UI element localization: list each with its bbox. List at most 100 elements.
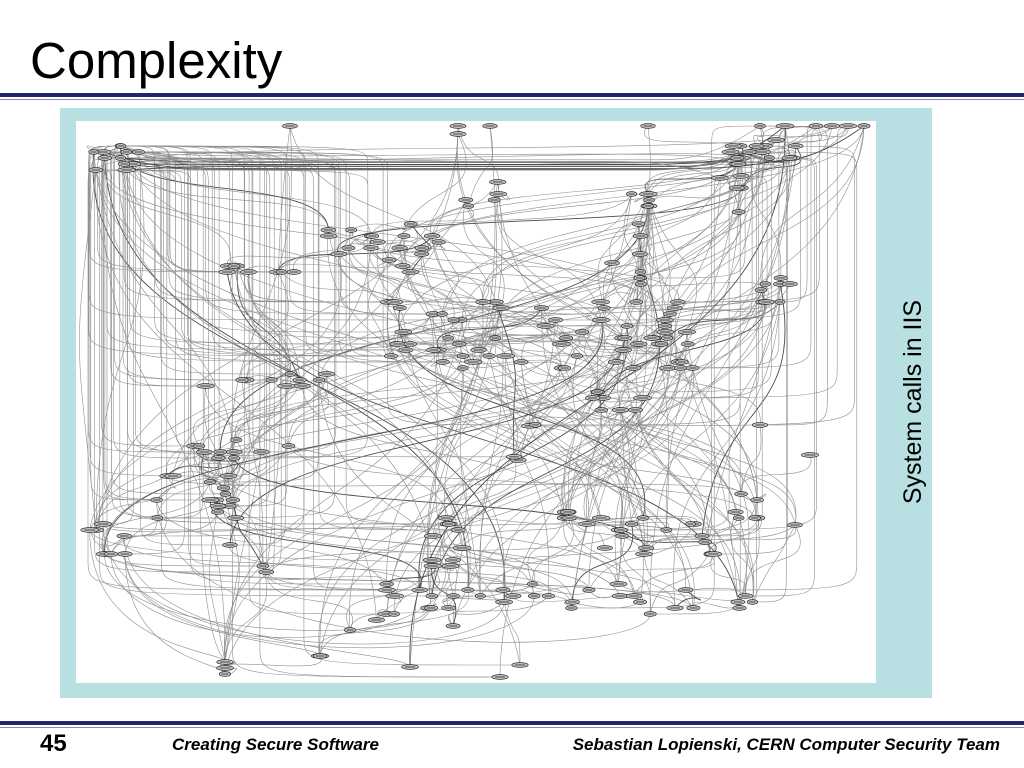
graph-node [527,582,537,587]
graph-node [658,324,671,329]
graph-node [220,492,230,497]
graph-node [165,474,181,479]
graph-node [424,234,440,239]
graph-node [729,186,744,191]
graph-node [89,150,99,155]
graph-node [204,480,215,485]
graph-node [240,270,256,275]
graph-node [592,516,610,521]
graph-node [634,600,647,605]
graph-node [733,516,744,521]
graph-node [412,588,428,593]
graph-node [731,162,746,167]
graph-edge [350,596,454,630]
graph-node [436,360,449,365]
graph-node [735,492,748,497]
graph-node [459,198,473,203]
graph-node [747,600,757,605]
graph-node [424,564,442,569]
graph-node [558,366,570,371]
graph-node [380,582,394,587]
graph-node [118,168,136,173]
graph-node [132,150,144,155]
graph-node [415,246,429,251]
graph-edge [319,608,432,656]
graph-node [633,234,648,239]
graph-node [404,222,417,227]
graph-node [497,354,515,359]
graph-node [616,534,629,539]
graph-node [592,390,604,395]
graph-node [722,150,739,155]
graph-node [625,522,638,527]
graph-node [488,198,500,203]
graph-node [423,558,441,563]
graph-edge [503,332,687,602]
graph-node [506,454,521,459]
graph-node [612,408,628,413]
graph-edge [121,146,318,482]
graph-node [614,528,627,533]
graph-node [228,264,240,269]
graph-node [687,606,700,611]
graph-node [446,624,460,629]
graph-edge [348,244,421,253]
graph-node [644,336,660,341]
graph-node [465,360,482,365]
graph-node [534,306,548,311]
graph-node [448,318,459,323]
graph-edge [121,158,263,566]
graph-node [628,408,642,413]
graph-node [572,354,583,359]
graph-node [432,240,445,245]
graph-node [450,132,466,137]
graph-node [293,378,306,383]
graph-node [608,360,624,365]
graph-node [610,582,627,587]
graph-node [294,384,310,389]
footer-rule-thin [0,727,1024,728]
graph-node [220,474,237,479]
graph-node [475,594,485,599]
graph-edge [124,164,225,494]
graph-node [824,124,840,129]
graph-image [76,121,876,683]
graph-node [758,300,774,305]
graph-node [366,234,379,239]
graph-edge [266,572,352,630]
graph-edge [741,455,812,494]
graph-node [217,486,229,491]
graph-node [565,600,579,605]
graph-node [749,516,761,521]
graph-node [212,510,224,515]
graph-node [667,606,683,611]
graph-node [89,168,103,173]
graph-node [259,570,274,575]
graph-node [583,588,595,593]
graph-node [644,198,655,203]
footer-rule [0,721,1024,725]
graph-node [630,300,643,305]
graph-node [725,144,741,149]
graph-node [530,423,541,428]
graph-node [483,124,498,129]
graph-node [563,516,577,521]
graph-edge [449,602,504,626]
graph-node [212,456,226,461]
graph-node [686,522,696,527]
graph-edge [90,530,225,662]
graph-edge [90,146,229,476]
graph-node [712,176,729,181]
graph-node [733,606,746,611]
graph-edge [709,164,787,554]
graph-node [595,408,608,413]
graph-node [395,330,412,335]
graph-node [370,240,385,245]
graph-node [621,324,632,329]
graph-node [678,330,695,335]
graph-node [443,336,454,341]
graph-node [632,252,647,257]
graph-node [425,606,438,611]
graph-node [95,522,112,527]
graph-edge [400,134,467,248]
